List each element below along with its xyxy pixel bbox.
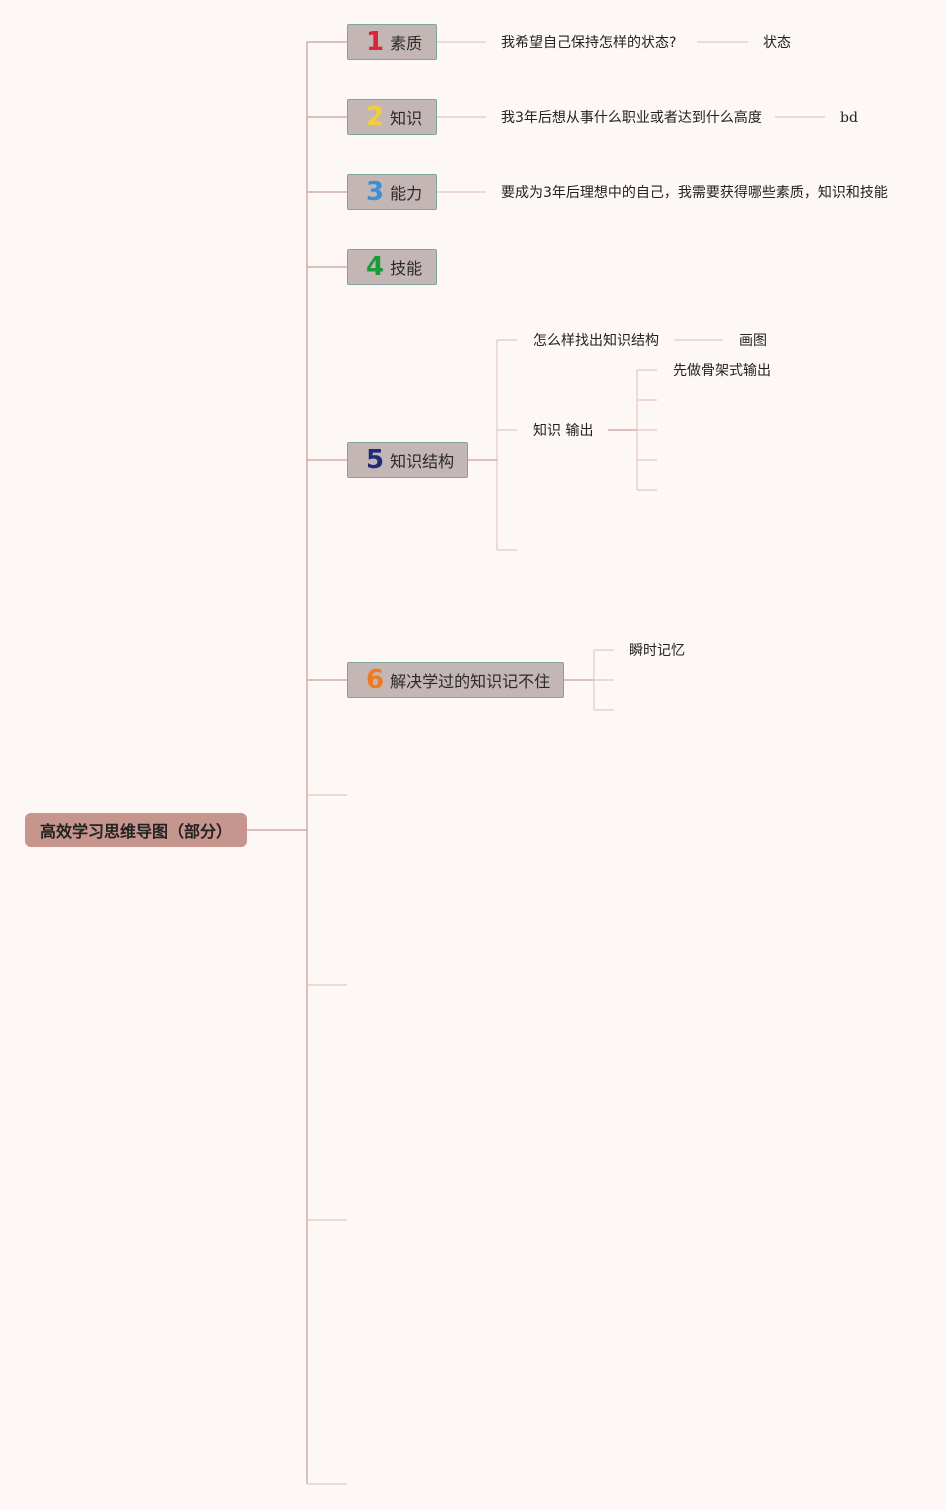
number-badge-6: 6 [366, 665, 385, 695]
number-badge-4: 4 [366, 252, 385, 282]
branch-label-6: 解决学过的知识记不住 [390, 672, 551, 691]
branch-5-child-2[interactable]: 知识 输出 [533, 423, 594, 439]
branch-node-2[interactable]: 2 知识 [347, 99, 437, 135]
branch-2-grandchild[interactable]: bd [840, 110, 858, 126]
branch-label-2: 知识 [390, 109, 423, 128]
branch-label-5: 知识结构 [390, 452, 455, 471]
branch-6-child[interactable]: 瞬时记忆 [629, 643, 685, 659]
number-badge-5: 5 [366, 445, 385, 475]
branch-5-child-2-sub[interactable]: 先做骨架式输出 [673, 363, 771, 379]
branch-node-1[interactable]: 1 素质 [347, 24, 437, 60]
branch-node-5[interactable]: 5 知识结构 [347, 442, 468, 478]
branch-1-grandchild[interactable]: 状态 [763, 35, 791, 51]
root-label: 高效学习思维导图（部分） [40, 822, 233, 841]
branch-3-child[interactable]: 要成为3年后理想中的自己，我需要获得哪些素质，知识和技能 [501, 185, 888, 201]
number-badge-3: 3 [366, 177, 385, 207]
branch-5-child-1[interactable]: 怎么样找出知识结构 [533, 333, 659, 349]
branch-label-3: 能力 [390, 184, 423, 203]
root-node[interactable]: 高效学习思维导图（部分） [25, 813, 247, 847]
number-badge-2: 2 [366, 102, 385, 132]
branch-node-3[interactable]: 3 能力 [347, 174, 437, 210]
branch-2-child[interactable]: 我3年后想从事什么职业或者达到什么高度 [501, 110, 762, 126]
branch-1-child[interactable]: 我希望自己保持怎样的状态? [501, 35, 677, 51]
branch-node-4[interactable]: 4 技能 [347, 249, 437, 285]
branch-label-4: 技能 [390, 259, 423, 278]
branch-label-1: 素质 [390, 34, 423, 53]
branch-5-child-1-sub[interactable]: 画图 [739, 333, 767, 349]
branch-node-6[interactable]: 6 解决学过的知识记不住 [347, 662, 564, 698]
number-badge-1: 1 [366, 27, 385, 57]
